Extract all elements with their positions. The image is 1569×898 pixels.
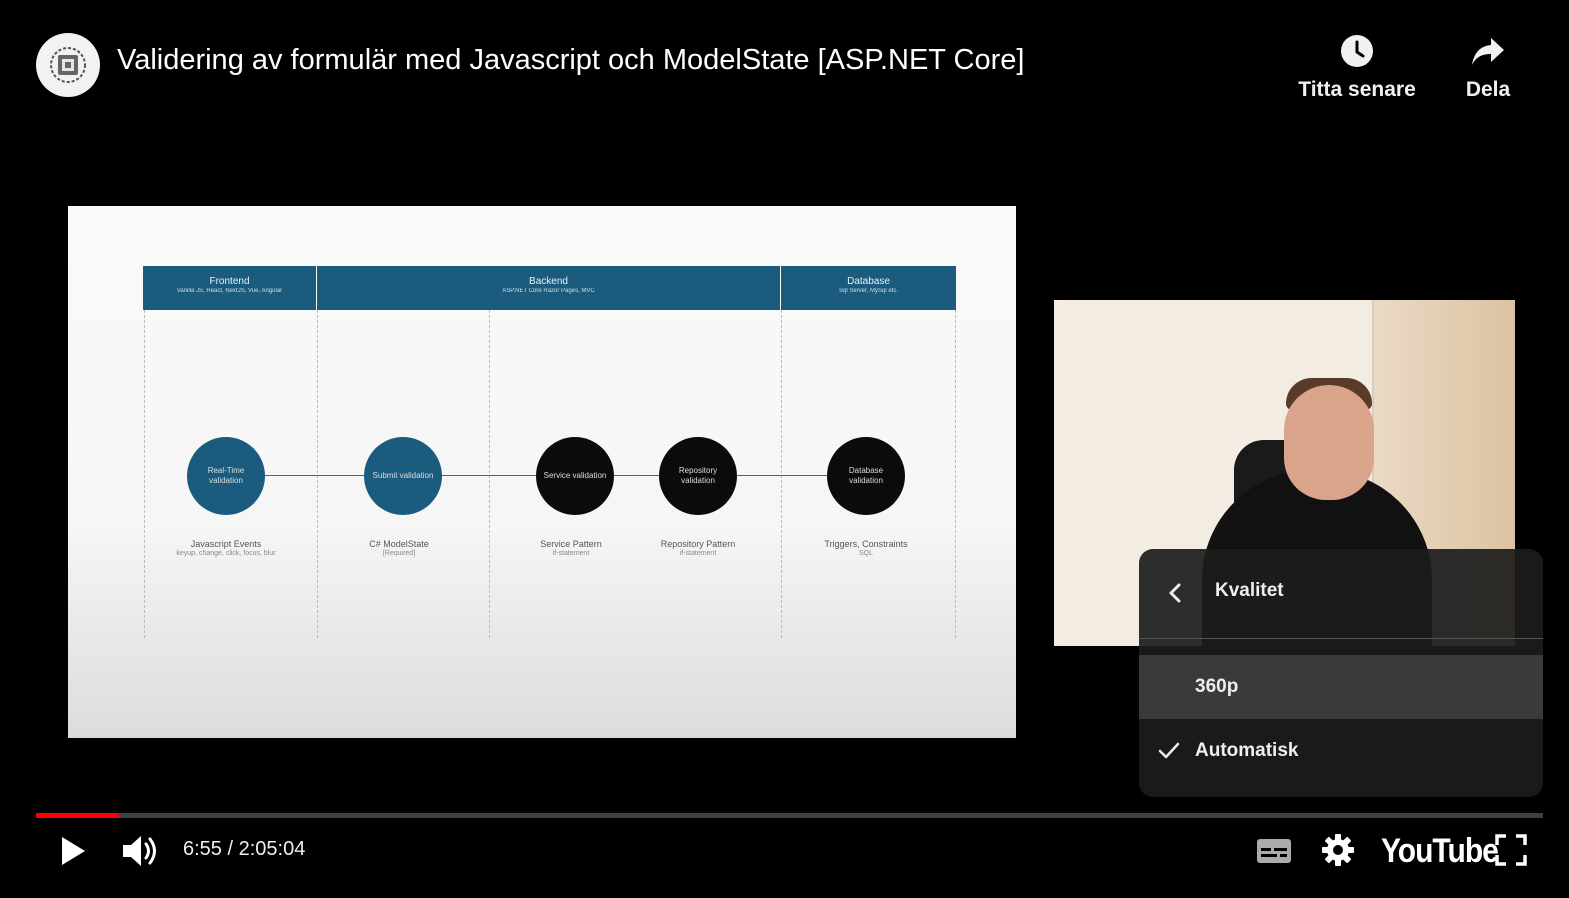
settings-button[interactable] <box>1318 830 1358 870</box>
watch-later-button[interactable]: Titta senare <box>1297 34 1417 102</box>
gear-icon <box>1322 834 1354 866</box>
channel-logo-icon <box>50 47 86 83</box>
quality-option-label: Automatisk <box>1195 740 1299 761</box>
divider <box>955 310 956 638</box>
fullscreen-button[interactable] <box>1492 832 1530 868</box>
column-title: Frontend <box>209 276 250 287</box>
node-caption: Service Pattern if-statement <box>501 539 641 558</box>
quality-menu: Kvalitet 360p Automatisk <box>1139 549 1543 797</box>
caption-sub: [Required] <box>382 549 416 557</box>
progress-bar[interactable] <box>36 813 1543 818</box>
caption-title: C# ModelState <box>369 539 429 549</box>
clock-icon <box>1341 35 1373 67</box>
node-caption: Javascript Events keyup, change, click, … <box>156 539 296 558</box>
volume-icon <box>123 836 156 866</box>
caption-sub: keyup, change, click, focus, blur <box>176 549 276 557</box>
validation-diagram: Frontend Vanilla JS, React, NextJS, Vue,… <box>143 266 956 638</box>
column-header-database: Database Sql Server, MySql etc. <box>781 266 956 310</box>
flow-node: Database validation <box>827 437 905 515</box>
quality-menu-header[interactable]: Kvalitet <box>1139 549 1543 639</box>
column-header-backend: Backend ASP.NET Core Razor Pages, MVC <box>317 266 780 310</box>
presenter-face <box>1284 385 1374 500</box>
divider <box>489 310 490 638</box>
play-button[interactable] <box>52 830 94 872</box>
column-subtitle: ASP.NET Core Razor Pages, MVC <box>502 287 595 294</box>
flow-node: Real-Time validation <box>187 437 265 515</box>
youtube-logo[interactable]: YouTube <box>1381 832 1499 870</box>
flow-node: Repository validation <box>659 437 737 515</box>
node-caption: C# ModelState [Required] <box>329 539 469 558</box>
flow-node: Service validation <box>536 437 614 515</box>
divider <box>781 310 782 638</box>
share-label: Dela <box>1465 78 1511 101</box>
quality-option-360p[interactable]: 360p <box>1139 655 1543 719</box>
play-icon <box>62 837 85 865</box>
caption-title: Service Pattern <box>540 539 602 549</box>
progress-played <box>36 813 120 818</box>
quality-menu-title: Kvalitet <box>1215 580 1284 601</box>
caption-title: Repository Pattern <box>660 539 736 549</box>
caption-title: Triggers, Constraints <box>824 539 908 549</box>
column-header-frontend: Frontend Vanilla JS, React, NextJS, Vue,… <box>143 266 316 310</box>
caption-sub: if-statement <box>552 549 590 557</box>
share-button[interactable]: Dela <box>1448 34 1528 102</box>
flow-node: Submit validation <box>364 437 442 515</box>
chevron-left-icon[interactable] <box>1165 581 1185 605</box>
column-title: Database <box>847 276 890 287</box>
time-display: 6:55 / 2:05:04 <box>183 838 306 860</box>
mute-button[interactable] <box>118 830 162 872</box>
column-subtitle: Sql Server, MySql etc. <box>838 287 899 294</box>
caption-sub: SQL <box>858 549 873 557</box>
share-arrow-icon <box>1472 38 1504 65</box>
quality-option-auto[interactable]: Automatisk <box>1139 719 1543 783</box>
quality-option-label: 360p <box>1195 676 1239 697</box>
checkmark-icon <box>1158 742 1180 759</box>
caption-sub: if-statement <box>679 549 717 557</box>
fullscreen-icon <box>1495 834 1527 866</box>
video-title[interactable]: Validering av formulär med Javascript oc… <box>117 44 1025 76</box>
node-caption: Repository Pattern if-statement <box>628 539 768 558</box>
divider <box>317 310 318 638</box>
subtitles-icon <box>1257 839 1291 863</box>
column-title: Backend <box>529 276 568 287</box>
watch-later-label: Titta senare <box>1298 78 1416 101</box>
node-caption: Triggers, Constraints SQL <box>796 539 936 558</box>
divider <box>144 310 145 638</box>
caption-title: Javascript Events <box>190 539 262 549</box>
column-subtitle: Vanilla JS, React, NextJS, Vue, Angular <box>176 287 283 294</box>
channel-avatar[interactable] <box>36 33 100 97</box>
subtitles-button[interactable] <box>1254 832 1294 870</box>
